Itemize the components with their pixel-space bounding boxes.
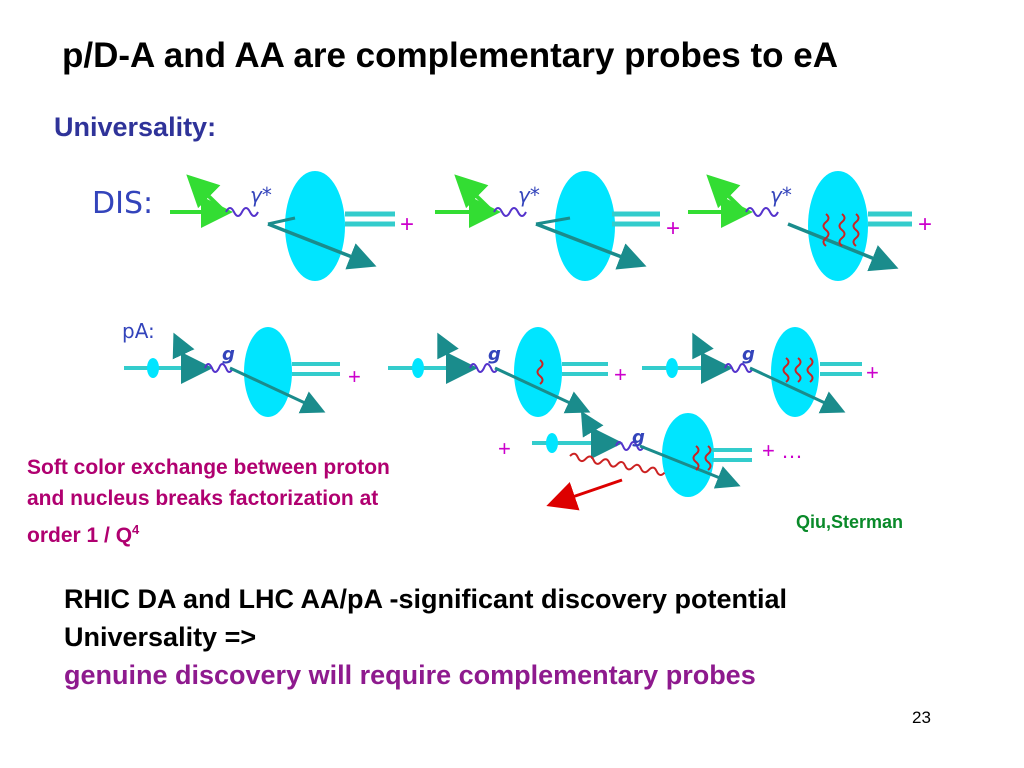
pa-diagram-1: g +: [124, 327, 361, 417]
ellipsis-plus: + …: [762, 438, 803, 463]
nucleus: [555, 171, 615, 281]
nucleus: [285, 171, 345, 281]
pa-diagram-2: g +: [388, 327, 627, 417]
nucleus: [808, 171, 868, 281]
section-heading: Universality:: [54, 112, 217, 142]
gluon-label: g: [742, 344, 755, 365]
photon-label: γ*: [770, 183, 792, 207]
soft-exchange-diagram: + g + …: [498, 410, 803, 497]
note-line: and nucleus breaks factorization at: [27, 487, 379, 510]
conclusion-text: RHIC DA and LHC AA/pA -significant disco…: [64, 580, 787, 694]
pa-diagram-3: g +: [642, 327, 879, 417]
note-line: Soft color exchange between proton: [27, 456, 390, 479]
dis-diagram-2: γ* +: [435, 171, 680, 281]
nucleus: [662, 413, 714, 497]
slide-title: p/D-A and AA are complementary probes to…: [62, 36, 838, 75]
dis-row-label: DIS:: [92, 186, 153, 221]
gluon-label: g: [222, 344, 235, 365]
photon-label: γ*: [250, 183, 272, 207]
note-line: order 1 / Q4: [27, 514, 527, 551]
dis-diagram-1: γ* +: [170, 171, 414, 281]
credit-label: Qiu,Sterman: [796, 512, 904, 532]
plus-sign: +: [614, 362, 627, 387]
factorization-note: Soft color exchange between proton and n…: [27, 452, 527, 551]
conclusion-line-2: Universality =>: [64, 622, 257, 652]
gluon-label: g: [488, 344, 501, 365]
plus-sign: +: [666, 215, 680, 242]
page-number: 23: [912, 708, 931, 727]
dis-diagram-3: γ* +: [688, 171, 932, 281]
note-power: 4: [132, 522, 140, 537]
photon-label: γ*: [518, 183, 540, 207]
plus-sign: +: [866, 360, 879, 385]
plus-sign: +: [348, 364, 361, 389]
conclusion-line-1: RHIC DA and LHC AA/pA -significant disco…: [64, 584, 788, 614]
nucleus: [244, 327, 292, 417]
note-text: order 1 / Q: [27, 524, 133, 547]
plus-sign: +: [400, 211, 414, 238]
plus-sign: +: [918, 211, 932, 238]
conclusion-line-3: genuine discovery will require complemen…: [64, 660, 756, 690]
gluon-label: g: [632, 427, 645, 448]
pointer-arrow: [546, 478, 623, 511]
pa-row-label: pA:: [122, 319, 155, 343]
plus-sign: +: [498, 436, 511, 461]
